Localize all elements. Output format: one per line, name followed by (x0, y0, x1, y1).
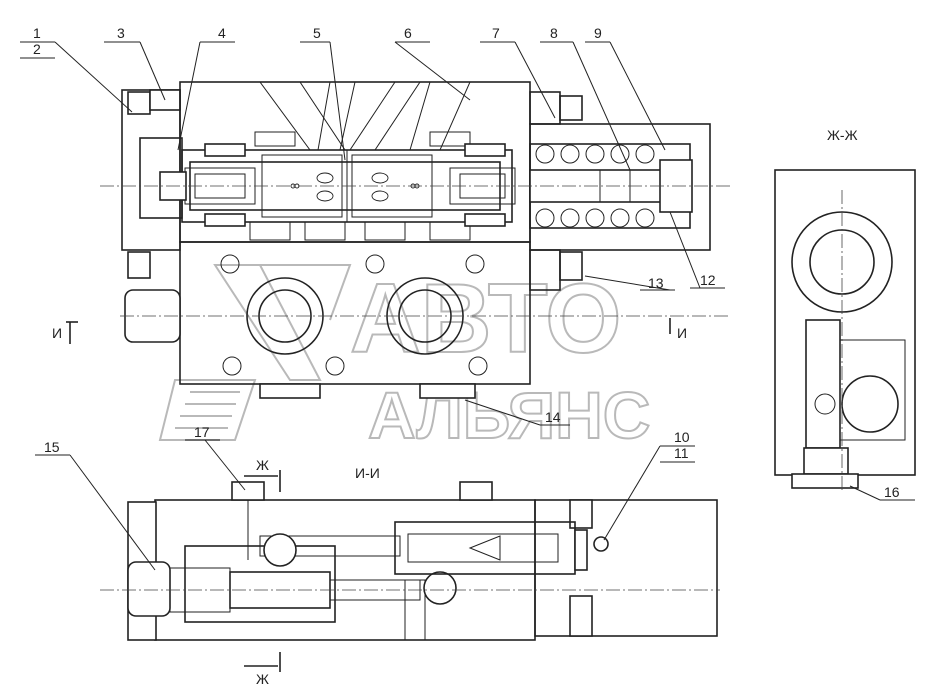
ii-valve-cap (574, 529, 588, 571)
watermark-logo (158, 264, 352, 441)
bottom-nut-1 (259, 383, 321, 399)
marker-i-right: И (677, 325, 687, 341)
ii-body (154, 499, 536, 641)
marker-zh-top: Ж (256, 457, 269, 473)
housing-cap (659, 159, 693, 213)
leader-lines (20, 41, 915, 571)
callout-10: 10 (674, 429, 690, 445)
callout-3: 3 (117, 25, 125, 41)
ii-ball-1 (263, 533, 297, 567)
bottom-nut-2 (419, 383, 476, 399)
ii-right-block (534, 499, 718, 637)
ii-inner-cone (468, 535, 501, 561)
callout-7: 7 (492, 25, 500, 41)
seal-2 (204, 213, 246, 227)
ii-vertical-channel (404, 579, 426, 641)
zh-plug (803, 447, 849, 475)
section-markers: И И Ж Ж (52, 318, 687, 687)
callout-1: 1 (33, 25, 41, 41)
callout-8: 8 (550, 25, 558, 41)
ii-top-bolt-left (231, 481, 265, 501)
callout-11: 11 (674, 445, 689, 461)
section-zh-zh-view: Ж-Ж (774, 127, 916, 490)
zh-nut (791, 473, 859, 489)
housing-bolt-top (559, 95, 583, 121)
seal-4 (464, 213, 506, 227)
spring (535, 144, 655, 228)
section-zh-title: Ж-Ж (827, 127, 858, 143)
callout-15: 15 (44, 439, 60, 455)
callout-16: 16 (884, 484, 900, 500)
port-slot-2 (429, 131, 471, 147)
seal-1 (204, 143, 246, 157)
callout-5: 5 (313, 25, 321, 41)
callout-2: 2 (33, 41, 41, 57)
ii-ball-3 (423, 571, 457, 605)
body-bolts (220, 254, 488, 376)
ii-upper-channel (259, 535, 401, 557)
zh-side-cavity (839, 339, 906, 441)
section-ii-title: И-И (355, 465, 380, 481)
port-slot-6 (429, 221, 471, 241)
seal-3 (464, 143, 506, 157)
zh-channel (805, 319, 841, 449)
section-i-i-view: И-И (100, 465, 720, 641)
ii-right-bolt-top (569, 499, 593, 529)
channel-3 (349, 81, 421, 151)
callout-labels: 1 2 3 4 5 6 7 8 9 10 11 12 13 14 15 16 1… (33, 25, 900, 500)
ii-grease-nipple (593, 536, 609, 552)
channel-4 (409, 81, 471, 151)
zh-check-ball (841, 375, 899, 433)
callout-12: 12 (700, 272, 716, 288)
port-slot-5 (364, 221, 406, 241)
marker-i-left: И (52, 325, 62, 341)
callout-17: 17 (194, 424, 210, 440)
ii-left-connector (127, 561, 171, 617)
port-slot-3 (249, 221, 291, 241)
callout-14: 14 (545, 409, 561, 425)
callout-4: 4 (218, 25, 226, 41)
port-slot-1 (254, 131, 296, 147)
left-cap-bolt-bottom (127, 251, 151, 279)
spool-holes (290, 172, 420, 202)
callout-13: 13 (648, 275, 664, 291)
channel-1 (259, 81, 346, 151)
housing-bolt-bottom (559, 251, 583, 281)
ii-right-bolt-bottom (569, 595, 593, 637)
housing-flange-top (529, 91, 561, 125)
callout-6: 6 (404, 25, 412, 41)
port-slot-4 (304, 221, 346, 241)
ii-top-bolt-right (459, 481, 493, 501)
marker-zh-bottom: Ж (256, 671, 269, 687)
callout-9: 9 (594, 25, 602, 41)
ii-inner-valve-core (407, 533, 559, 563)
zh-body (774, 169, 916, 476)
zh-small-hole (814, 393, 836, 415)
ii-inner-valve (394, 521, 576, 575)
main-section-view (100, 81, 730, 399)
